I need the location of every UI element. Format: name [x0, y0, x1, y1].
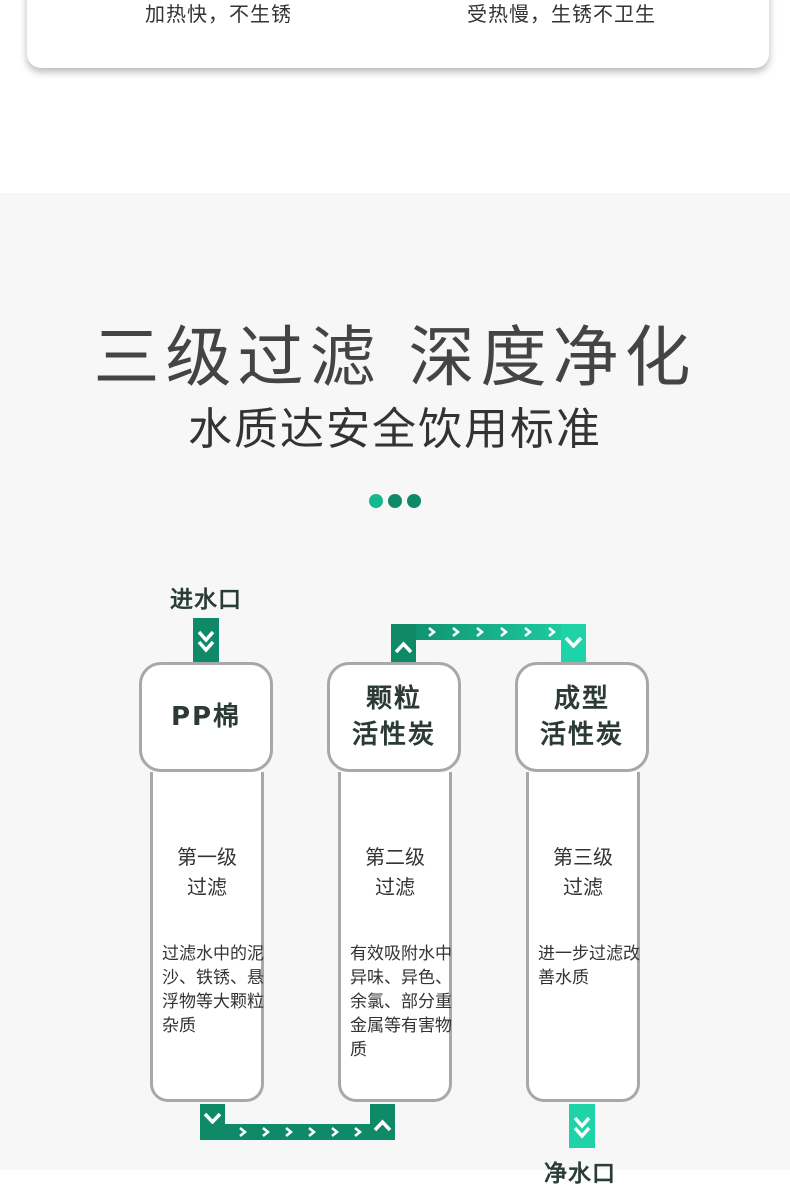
filter-2-stage-line1: 第二级: [365, 845, 425, 869]
chevron-right-icon: [239, 1127, 363, 1137]
dot-icon: [407, 494, 421, 508]
filter-3-name-line1: 成型: [553, 684, 610, 714]
filter-2-name-line1: 颗粒: [365, 684, 422, 714]
filter2-inlet-pipe: [370, 1104, 395, 1140]
filter2-outlet-pipe: [391, 624, 416, 662]
filter-2-body: 第二级 过滤 有效吸附水中异味、异色、余氯、部分重金属等有害物质: [338, 772, 452, 1102]
filter-3-name-line2: 活性炭: [539, 720, 624, 750]
filter-1-description: 过滤水中的泥沙、铁锈、悬浮物等大颗粒杂质: [162, 944, 264, 1036]
chevron-up-icon: [394, 641, 413, 654]
chevron-down-icon: [203, 1112, 222, 1125]
inlet-label: 进水口: [170, 587, 242, 613]
inlet-pipe: [193, 618, 219, 662]
dot-icon: [388, 494, 402, 508]
filter-3-stage-line1: 第三级: [553, 845, 613, 869]
chevron-up-icon: [373, 1119, 392, 1132]
filter-1-head: PP棉: [139, 662, 273, 772]
comparison-right-caption: 受热慢，生锈不卫生: [467, 2, 656, 26]
filter-1-body: 第一级 过滤 过滤水中的泥沙、铁锈、悬浮物等大颗粒杂质: [150, 772, 264, 1102]
filter-2-stage-line2: 过滤: [375, 875, 415, 899]
outlet-label: 净水口: [544, 1161, 616, 1187]
filter-3-body: 第三级 过滤 进一步过滤改善水质: [526, 772, 640, 1102]
filter-2-description: 有效吸附水中异味、异色、余氯、部分重金属等有害物质: [350, 944, 452, 1060]
filter-1-stage-line1: 第一级: [177, 845, 237, 869]
section-subtitle: 水质达安全饮用标准: [188, 404, 602, 455]
comparison-left-caption: 加热快，不生锈: [145, 2, 292, 26]
dot-icon: [369, 494, 383, 508]
outlet-pipe: [569, 1104, 595, 1148]
chevron-right-icon: [428, 627, 557, 637]
filter-2-head: 颗粒 活性炭: [327, 662, 461, 772]
filter-2-name-line2: 活性炭: [351, 720, 436, 750]
section-title: 三级过滤 深度净化: [93, 319, 697, 396]
chevron-down-icon: [573, 1116, 591, 1139]
filter-3-description: 进一步过滤改善水质: [538, 944, 640, 988]
filter-3-stage-line2: 过滤: [563, 875, 603, 899]
filter-1-stage: 第一级 过滤: [153, 842, 261, 902]
filter-1-name: PP棉: [170, 702, 242, 732]
chevron-down-icon: [564, 636, 583, 649]
filter-2-stage: 第二级 过滤: [341, 842, 449, 902]
bottom-connector-pipe: [200, 1124, 395, 1140]
top-connector-pipe: [391, 624, 586, 640]
filter-3-head: 成型 活性炭: [515, 662, 649, 772]
filter3-inlet-pipe: [561, 624, 586, 662]
chevron-down-icon: [197, 630, 215, 653]
comparison-card: 加热快，不生锈 受热慢，生锈不卫生: [27, 0, 769, 68]
filter-1-stage-line2: 过滤: [187, 875, 227, 899]
filter-3-stage: 第三级 过滤: [529, 842, 637, 902]
